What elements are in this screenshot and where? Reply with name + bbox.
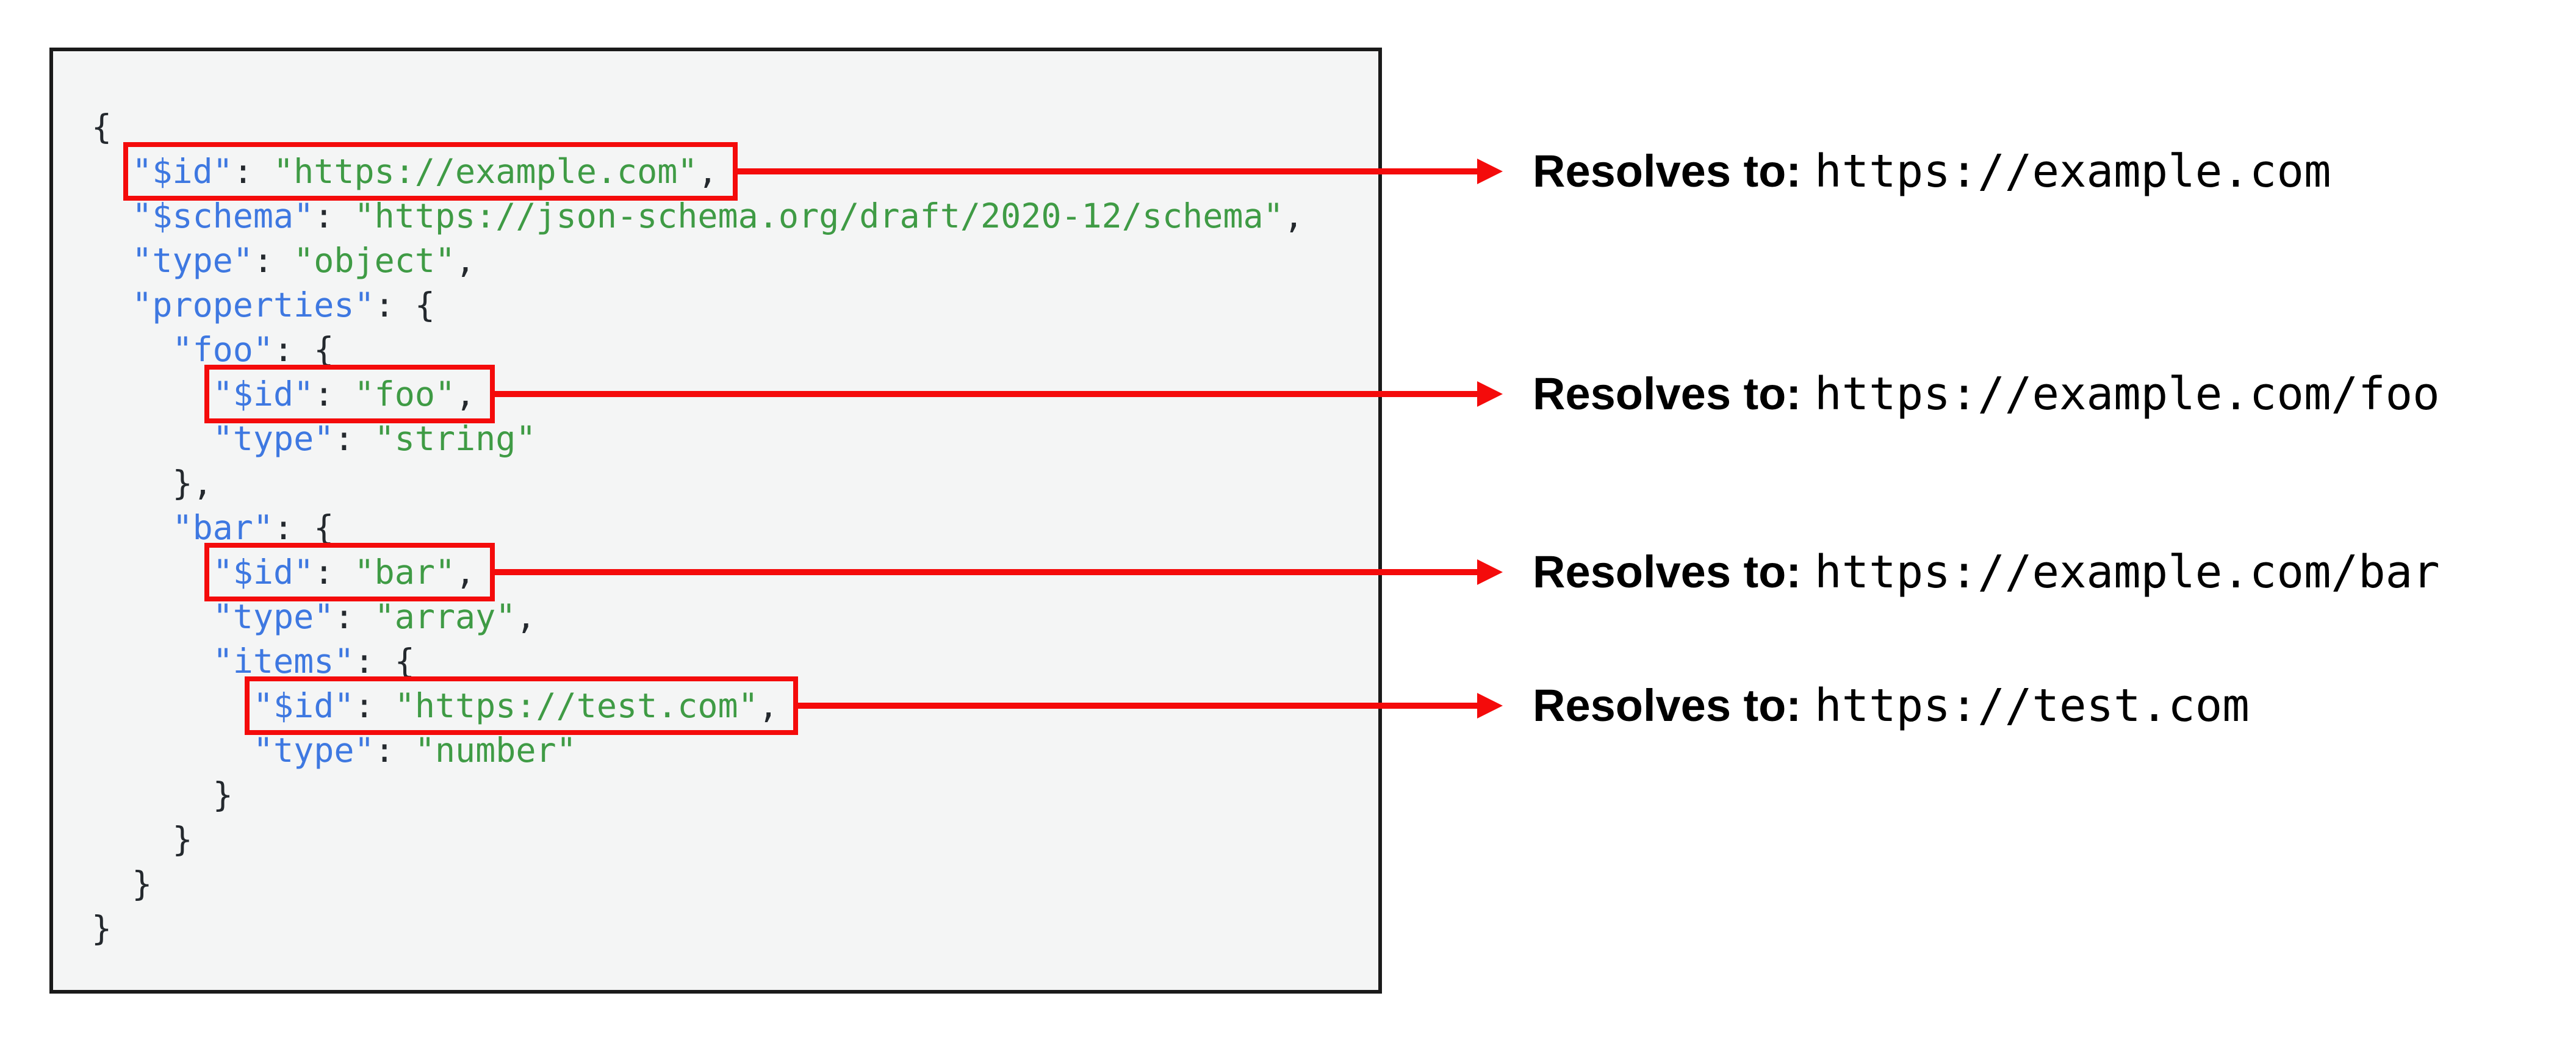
code-token: "properties" xyxy=(132,285,375,324)
code-token: : { xyxy=(273,330,334,369)
code-token: "$id" xyxy=(212,375,314,414)
code-token: : xyxy=(354,686,395,725)
arrow-shaft xyxy=(795,703,1478,709)
code-token: "number" xyxy=(414,731,577,770)
code-token: "$schema" xyxy=(132,196,314,235)
code-token: "array" xyxy=(374,597,516,636)
code-line: "foo": { xyxy=(92,328,1366,372)
code-line: "$schema": "https://json-schema.org/draf… xyxy=(92,194,1366,238)
arrow-shaft xyxy=(492,391,1478,397)
highlighted-code: "$id": "foo", xyxy=(213,375,476,414)
resolves-label: Resolves to: xyxy=(1533,547,1802,597)
resolves-label: Resolves to: xyxy=(1533,368,1802,419)
code-line: { xyxy=(92,105,1366,149)
code-token: : xyxy=(374,731,415,770)
code-token: , xyxy=(455,553,476,592)
code-line: "$id": "bar", xyxy=(92,550,1366,595)
code-token: "items" xyxy=(212,642,354,681)
code-token: } xyxy=(132,864,153,903)
arrowhead-icon xyxy=(1477,381,1503,407)
code-line: "type": "number" xyxy=(92,728,1366,773)
code-line: "bar": { xyxy=(92,506,1366,550)
code-panel: { "$id": "https://example.com", "$schema… xyxy=(49,48,1382,994)
code-block: { "$id": "https://example.com", "$schema… xyxy=(92,105,1366,951)
code-line: "$id": "https://test.com", xyxy=(92,684,1366,728)
code-line: "$id": "https://example.com", xyxy=(92,149,1366,194)
code-token: "https://json-schema.org/draft/2020-12/s… xyxy=(354,196,1284,235)
resolved-url: https://example.com/bar xyxy=(1815,546,2440,598)
code-token: "foo" xyxy=(354,375,456,414)
annotation-row: Resolves to: https://test.com xyxy=(1533,679,2250,732)
code-token: : xyxy=(232,152,274,191)
code-line: "properties": { xyxy=(92,283,1366,328)
code-token: "$id" xyxy=(212,553,314,592)
code-token: : { xyxy=(374,285,435,324)
resolves-label: Resolves to: xyxy=(1533,680,1802,731)
code-token: , xyxy=(455,241,476,280)
code-token: "bar" xyxy=(354,553,456,592)
code-token: , xyxy=(758,686,779,725)
resolved-url: https://example.com/foo xyxy=(1815,368,2440,420)
code-line: } xyxy=(92,906,1366,951)
code-token: : xyxy=(314,553,354,592)
code-line: } xyxy=(92,862,1366,906)
code-token: : { xyxy=(273,508,334,547)
code-token: "$id" xyxy=(253,686,354,725)
code-token: : { xyxy=(354,642,415,681)
code-token: "object" xyxy=(293,241,456,280)
code-token: "https://test.com" xyxy=(394,686,758,725)
code-token: }, xyxy=(172,464,213,503)
code-token: , xyxy=(1283,196,1304,235)
resolves-label: Resolves to: xyxy=(1533,146,1802,196)
highlighted-code: "$id": "https://example.com", xyxy=(132,152,718,191)
code-token: : xyxy=(334,597,375,636)
code-token: } xyxy=(212,775,233,814)
code-token: : xyxy=(253,241,294,280)
annotation-row: Resolves to: https://example.com/bar xyxy=(1533,546,2440,598)
code-token: "type" xyxy=(132,241,253,280)
code-token: "type" xyxy=(212,597,334,636)
resolved-url: https://test.com xyxy=(1815,679,2250,732)
code-token: "https://example.com" xyxy=(273,152,698,191)
code-line: }, xyxy=(92,461,1366,506)
code-token: : xyxy=(334,419,375,458)
code-token: : xyxy=(314,375,354,414)
code-line: "items": { xyxy=(92,639,1366,684)
code-line: "type": "string" xyxy=(92,417,1366,461)
arrow-shaft xyxy=(492,569,1478,575)
arrowhead-icon xyxy=(1477,559,1503,585)
arrow-shaft xyxy=(735,168,1478,174)
arrowhead-icon xyxy=(1477,159,1503,184)
code-line: } xyxy=(92,817,1366,862)
code-line: "type": "object", xyxy=(92,238,1366,283)
code-token: } xyxy=(92,909,112,948)
code-token: "bar" xyxy=(172,508,274,547)
code-token: , xyxy=(697,152,718,191)
resolved-url: https://example.com xyxy=(1815,145,2331,198)
highlighted-code: "$id": "https://test.com", xyxy=(253,686,779,725)
code-line: "type": "array", xyxy=(92,595,1366,639)
code-token: "$id" xyxy=(132,152,233,191)
code-token: "foo" xyxy=(172,330,274,369)
code-token: "string" xyxy=(374,419,536,458)
code-token: "type" xyxy=(253,731,375,770)
code-token: , xyxy=(516,597,536,636)
code-token: } xyxy=(172,820,193,859)
annotation-row: Resolves to: https://example.com/foo xyxy=(1533,368,2440,420)
arrowhead-icon xyxy=(1477,693,1503,719)
highlighted-code: "$id": "bar", xyxy=(213,553,476,592)
code-token: , xyxy=(455,375,476,414)
code-token: "type" xyxy=(212,419,334,458)
code-line: "$id": "foo", xyxy=(92,372,1366,417)
code-line: } xyxy=(92,773,1366,817)
code-token: { xyxy=(92,107,112,146)
annotation-row: Resolves to: https://example.com xyxy=(1533,145,2331,198)
code-token: : xyxy=(314,196,354,235)
